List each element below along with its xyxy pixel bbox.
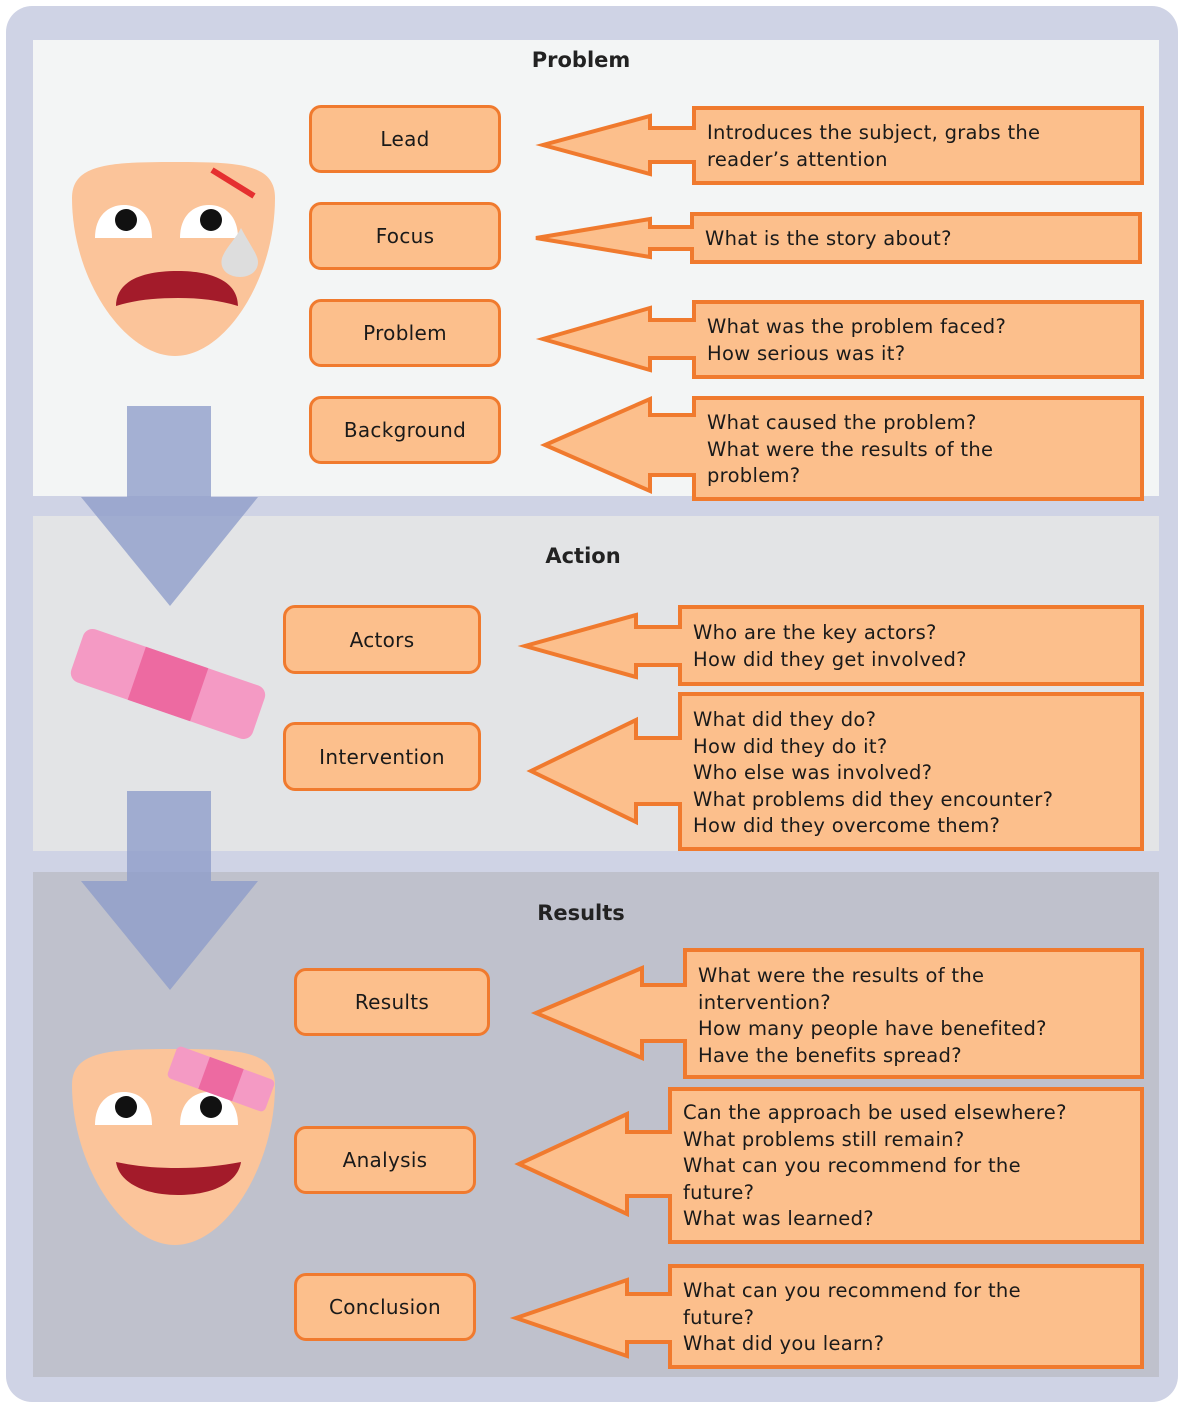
callout-text-background: What caused the problem? What were the r… — [707, 411, 994, 488]
stage-label-results: Results — [294, 968, 490, 1036]
stage-label-background: Background — [309, 396, 501, 464]
callout-text-lead: Introduces the subject, grabs the reader… — [707, 121, 1041, 171]
sad-face-icon — [72, 162, 275, 356]
stage-label-focus: Focus — [309, 202, 501, 270]
callout-text-problem: What was the problem faced? How serious … — [707, 315, 1007, 365]
section-title-action: Action — [545, 544, 621, 568]
callout-arrow-results — [530, 948, 1144, 1079]
down-arrow-icon — [81, 791, 258, 990]
stage-label-intervention: Intervention — [283, 722, 481, 791]
callout-arrow-analysis — [514, 1087, 1144, 1244]
callout-text-conclusion: What can you recommend for the future? W… — [683, 1279, 1021, 1356]
stage-label-actors: Actors — [283, 605, 481, 674]
plaster-icon — [70, 628, 266, 740]
callout-arrow-intervention — [526, 692, 1144, 851]
callout-arrow-conclusion — [509, 1264, 1144, 1369]
callout-text-results: What were the results of the interventio… — [698, 964, 1047, 1067]
happy-face-icon — [72, 1046, 275, 1245]
callout-text-intervention: What did they do? How did they do it? Wh… — [693, 708, 1054, 838]
callout-text-focus: What is the story about? — [705, 227, 952, 250]
down-arrow-icon — [81, 406, 258, 606]
stage-label-analysis: Analysis — [294, 1126, 476, 1194]
callout-text-analysis: Can the approach be used elsewhere? What… — [683, 1101, 1067, 1231]
callout-text-actors: Who are the key actors? How did they get… — [693, 621, 967, 671]
callout-arrow-focus — [535, 212, 1142, 264]
callout-arrow-background — [540, 395, 1144, 501]
section-title-problem: Problem — [531, 48, 631, 72]
callout-arrow-problem — [535, 300, 1144, 379]
stage-label-lead: Lead — [309, 105, 501, 173]
section-title-results: Results — [537, 901, 625, 925]
stage-label-conclusion: Conclusion — [294, 1273, 476, 1341]
callout-arrow-lead — [535, 106, 1144, 185]
stage-label-problem: Problem — [309, 299, 501, 367]
callout-arrow-actors — [517, 605, 1144, 686]
